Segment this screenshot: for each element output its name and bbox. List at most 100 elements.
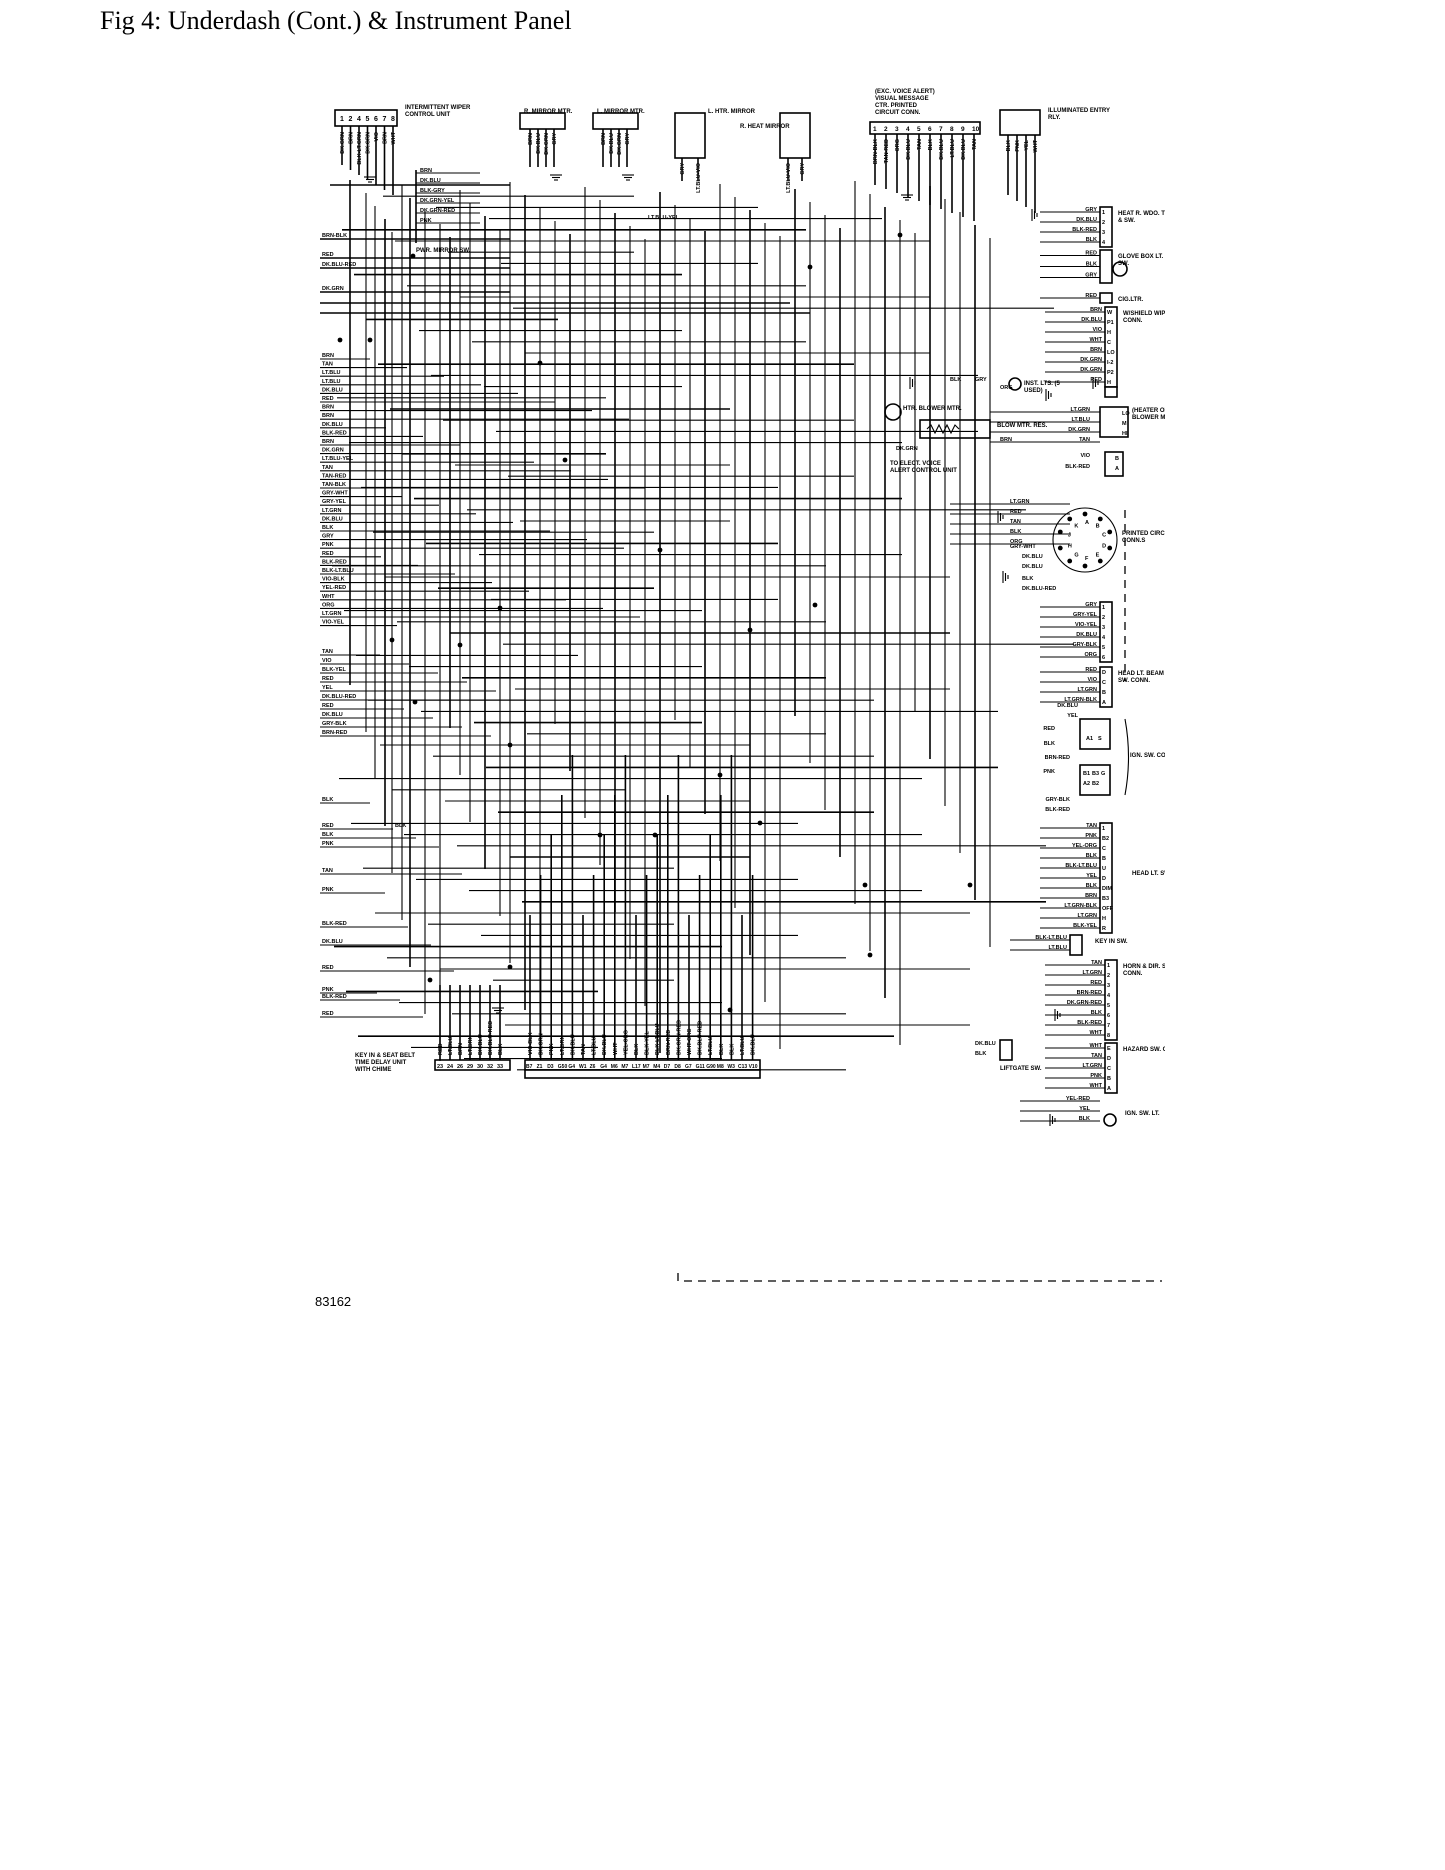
wire-label: DK.BLU: [1081, 317, 1102, 323]
splice: [862, 882, 868, 888]
wire-label: DK.GRN: [366, 132, 372, 154]
pin-label: 23: [437, 1064, 443, 1070]
pin-label: A: [1107, 1086, 1111, 1092]
wire-label: YEL: [1067, 713, 1078, 719]
wire-label: BRN: [322, 405, 334, 411]
pin-label: L17: [632, 1064, 641, 1070]
connector: [1079, 764, 1111, 796]
ign-lamp-icon: [1103, 1113, 1117, 1127]
wire-label: BLK: [634, 1044, 640, 1055]
pin-label: 32: [487, 1064, 493, 1070]
component-label: KEY IN & SEAT BELT: [355, 1053, 415, 1059]
component-label: ALERT CONTROL UNIT: [890, 468, 957, 474]
wire-label: DK.GRN: [617, 133, 623, 155]
wire-label: YEL-ORG: [623, 1030, 629, 1055]
component-label: RLY.: [1048, 115, 1061, 121]
wire-label: ORG: [1010, 539, 1023, 545]
wire-label: BLK-LT.BLU: [655, 1023, 661, 1055]
wire-label: WHT: [613, 1042, 619, 1055]
wire-label: BLK: [395, 823, 406, 829]
component-label: GLOVE BOX LT. &: [1118, 254, 1165, 260]
wire-label: LT.BLU-VIO: [696, 162, 702, 193]
wire-label: TAN: [322, 649, 333, 655]
component-label: SW.: [1118, 261, 1129, 267]
splice: [747, 627, 753, 633]
wire-label: GRY: [680, 163, 686, 175]
blower-motor-icon: [884, 403, 902, 421]
pin-label: LO: [1107, 350, 1115, 356]
pin-label: R: [1102, 926, 1106, 932]
wire-label: BLK: [498, 1044, 504, 1055]
wire-label: BRN: [601, 133, 607, 145]
wire-label: BRN-BLK: [873, 139, 879, 164]
pin-label: B: [1102, 690, 1106, 696]
pin-label: H: [1068, 544, 1072, 550]
wire-label: DK.GRN: [322, 286, 344, 292]
wire-grid: [320, 109, 1162, 1282]
wire-label: BLK: [719, 1044, 725, 1055]
wire-label: ORG: [895, 139, 901, 152]
wire-label: PNK: [322, 542, 334, 548]
splice: [507, 742, 513, 748]
pin-label: B7: [526, 1064, 533, 1070]
wire-label: BRN: [458, 1043, 464, 1055]
splice: [410, 253, 416, 259]
pin-label: C13: [738, 1064, 747, 1070]
wire-label: BRN-RED: [322, 730, 347, 736]
wire-label: DK.BLU-RED: [1022, 586, 1056, 592]
pin-label: 30: [477, 1064, 483, 1070]
pin-label: D: [1107, 1056, 1111, 1062]
wire-label: VIO-YEL: [1075, 622, 1098, 628]
splice: [727, 1007, 733, 1013]
component-label: CONN.: [1123, 318, 1143, 324]
pin-label: B: [1096, 523, 1100, 529]
pin-label: G90: [706, 1064, 716, 1070]
wire-label: BLK: [729, 1044, 735, 1055]
splice: [507, 964, 513, 970]
wire-label: GRY-WHT: [1010, 544, 1036, 550]
wire-label: BLK: [1022, 576, 1033, 582]
pin-label: LO: [1122, 411, 1130, 417]
pin-label: M6: [611, 1064, 618, 1070]
wire-label: GRY: [625, 133, 631, 145]
wire-label: VIO: [1081, 453, 1091, 459]
pin-label: G11: [696, 1064, 705, 1070]
wire-label: BRN: [322, 353, 334, 359]
pin-label: G50: [558, 1064, 568, 1070]
splice: [812, 602, 818, 608]
pin-label: DIM: [1102, 886, 1113, 892]
pin-label: V10: [749, 1064, 758, 1070]
pin-label: B: [1115, 456, 1119, 462]
wire-label: LT.BLU-YEL: [322, 456, 354, 462]
pin-label: 3: [895, 126, 899, 133]
pin-label: K: [1074, 523, 1078, 529]
pin-label: 5: [366, 116, 370, 123]
component-label: HEAT R. WDO. TIMER: [1118, 211, 1165, 217]
wire-label: DK.GRN-RED: [1067, 1000, 1102, 1006]
wire-label: BLK: [322, 797, 333, 803]
wire-label: WHT: [1033, 139, 1039, 152]
wire-label: BRN-RED: [1077, 990, 1102, 996]
pin-label: W3: [727, 1064, 735, 1070]
component-label: VISUAL MESSAGE: [875, 96, 929, 102]
pin-label: D: [1102, 544, 1106, 550]
wire-label: DK.BLU: [1057, 703, 1078, 709]
pin-label: Z6: [590, 1064, 596, 1070]
component-label: PWR. MIRROR SW.: [416, 248, 471, 254]
wire-label: TAN: [1079, 437, 1090, 443]
pin-label: G4: [568, 1064, 575, 1070]
pin-label: A1: [1086, 736, 1093, 742]
pin-label: 3: [1102, 230, 1105, 236]
pin-label: M7: [621, 1064, 628, 1070]
pin-label: E: [1107, 1046, 1111, 1052]
connector: [592, 112, 639, 130]
component-label: LIFTGATE SW.: [1000, 1066, 1042, 1072]
wire-label: LT.BLU: [592, 1036, 598, 1055]
wire-label: BLK-YEL: [322, 667, 346, 673]
resistor-icon: [926, 423, 960, 435]
splice: [537, 360, 543, 366]
pin-label: D: [1102, 876, 1106, 882]
component-label: & SW.: [1118, 218, 1135, 224]
wire-label: VIO-BLK: [322, 577, 345, 583]
